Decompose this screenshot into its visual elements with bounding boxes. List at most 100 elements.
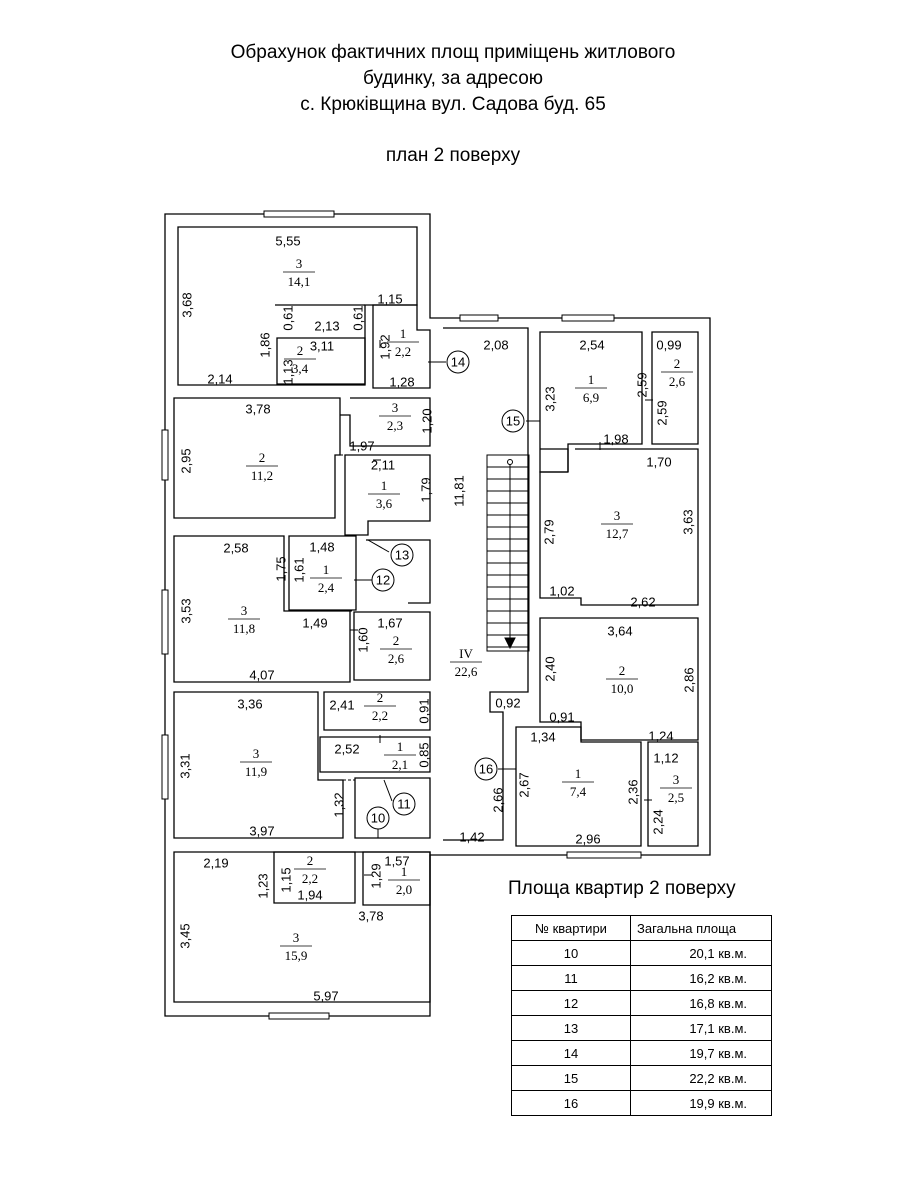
apartment-marker-number: 10 <box>371 810 385 825</box>
dimension-label: 1,49 <box>302 615 327 630</box>
apartment-marker: 13 <box>390 543 414 567</box>
dimension-label: 2,66 <box>490 787 505 812</box>
dimension-label: 2,79 <box>541 519 556 544</box>
dimension-label: 1,79 <box>418 477 433 502</box>
dimension-label: 3,53 <box>178 598 193 623</box>
room-number: 1 <box>397 739 404 754</box>
dimension-label: 5,97 <box>313 988 338 1003</box>
room-area: 3,6 <box>376 496 393 511</box>
title-line-2: будинку, за адресою <box>362 68 544 89</box>
room-number: 2 <box>377 690 384 705</box>
dimension-label: 1,34 <box>530 729 555 744</box>
staircase <box>486 454 530 652</box>
room-label: 311,9 <box>240 746 272 779</box>
room-label: 12,4 <box>310 562 342 595</box>
room-number: IV <box>459 646 473 661</box>
room-area: 2,2 <box>395 344 411 359</box>
dimension-label: 0,92 <box>495 695 520 710</box>
dimension-label: 3,97 <box>249 823 274 838</box>
dimension-label: 3,11 <box>310 338 334 353</box>
dimension-label: 1,29 <box>368 863 383 888</box>
ticks <box>350 340 653 876</box>
dimension-label: 2,40 <box>542 656 557 681</box>
dimension-label: 2,54 <box>579 337 604 352</box>
apartment-number-cell: 16 <box>511 1090 631 1116</box>
room-number: 3 <box>614 508 621 523</box>
dimension-label: 3,78 <box>245 401 270 416</box>
walls <box>164 213 711 1017</box>
room-area: 14,1 <box>288 274 311 289</box>
dimension-label: 2,11 <box>371 457 395 472</box>
dimension-label: 2,41 <box>329 697 354 712</box>
room-area: 11,2 <box>251 468 273 483</box>
dimension-label: 1,75 <box>273 556 288 581</box>
room-number: 1 <box>401 864 408 879</box>
dimension-label: 2,67 <box>516 772 531 797</box>
apartment-area-cell: 17,1 кв.м. <box>630 1015 772 1041</box>
dimension-label: 5,55 <box>275 233 300 248</box>
dimension-label: 3,78 <box>358 908 383 923</box>
dimension-label: 1,97 <box>349 438 374 453</box>
room-number: 2 <box>619 663 626 678</box>
room-label: 22,2 <box>294 853 326 886</box>
dimension-label: 2,62 <box>630 594 655 609</box>
dimension-label: 1,86 <box>257 332 272 357</box>
dimension-label: 0,85 <box>416 742 431 767</box>
title-line-3: с. Крюківщина вул. Садова буд. 65 <box>300 94 606 115</box>
dimension-label: 1,15 <box>278 867 293 892</box>
apartment-marker-number: 15 <box>506 413 520 428</box>
dimension-label: 1,12 <box>653 750 678 765</box>
dimension-label: 2,95 <box>178 448 193 473</box>
dimension-label: 1,24 <box>648 728 673 743</box>
room-label: 13,6 <box>368 478 400 511</box>
room-area: 12,7 <box>606 526 629 541</box>
dimension-label: 1,48 <box>309 539 334 554</box>
apartment-marker-number: 13 <box>395 547 409 562</box>
room-number: 3 <box>253 746 260 761</box>
room-label: 22,6 <box>380 633 412 666</box>
title-line-1: Обрахунок фактичних площ приміщень житло… <box>230 42 676 63</box>
area-table-title: Площа квартир 2 поверху <box>508 878 736 899</box>
room-area: 6,9 <box>583 390 599 405</box>
dimension-label: 2,58 <box>223 540 248 555</box>
room-number: 3 <box>673 772 680 787</box>
room-label: 12,0 <box>388 864 420 897</box>
room-number: 3 <box>293 930 300 945</box>
room-area: 2,4 <box>318 580 335 595</box>
room-label: 32,3 <box>379 400 411 433</box>
dimension-label: 1,32 <box>331 792 346 817</box>
dimension-label: 3,31 <box>177 753 192 778</box>
dimension-label: 2,59 <box>634 372 649 397</box>
dimension-label: 1,98 <box>603 431 628 446</box>
room-label: 314,1 <box>283 256 315 289</box>
room-number: 2 <box>259 450 266 465</box>
room-number: 1 <box>588 372 595 387</box>
room-label: 22,2 <box>364 690 396 723</box>
room-label: 12,1 <box>384 739 416 772</box>
room-area: 2,6 <box>388 651 405 666</box>
room-label: 315,9 <box>280 930 312 963</box>
dimension-label: 3,23 <box>542 386 557 411</box>
apartment-number-cell: 13 <box>511 1015 631 1041</box>
dimension-label: 1,02 <box>549 583 574 598</box>
room-area: 11,8 <box>233 621 255 636</box>
room-area: 22,6 <box>455 664 478 679</box>
dimension-label: 3,63 <box>680 509 695 534</box>
apartment-marker: 11 <box>392 792 416 816</box>
apartment-marker: 10 <box>366 806 390 830</box>
dimension-label: 3,68 <box>179 292 194 317</box>
room-number: 2 <box>297 343 304 358</box>
dimension-label: 2,19 <box>203 855 228 870</box>
dimension-label: 2,96 <box>575 831 600 846</box>
dimension-label: 1,13 <box>280 359 295 384</box>
apartment-marker: 16 <box>474 757 498 781</box>
room-area: 2,5 <box>668 790 684 805</box>
apartment-area-cell: 16,8 кв.м. <box>630 990 772 1016</box>
apartment-number-cell: 12 <box>511 990 631 1016</box>
